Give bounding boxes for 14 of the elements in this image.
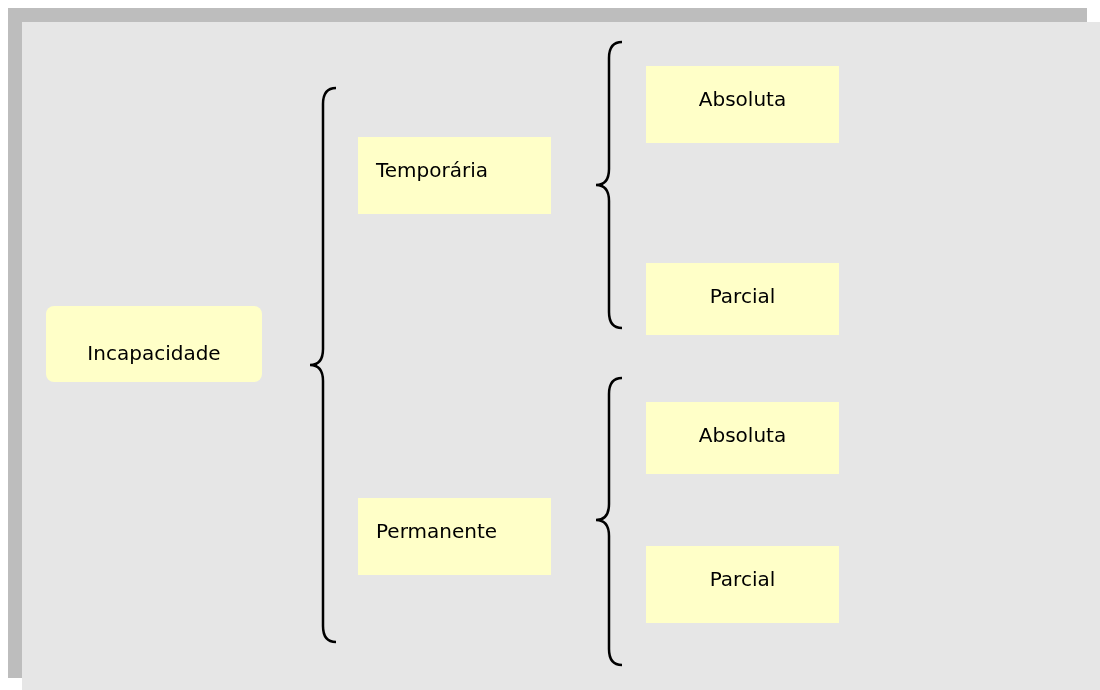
category-box (358, 137, 551, 214)
box-label: Temporária (376, 157, 489, 184)
box-label: Incapacidade (87, 340, 221, 367)
category-box (46, 306, 262, 382)
box-label: Absoluta (698, 422, 787, 449)
box-label: Permanente (376, 518, 498, 545)
box-label: Parcial (709, 283, 776, 310)
category-box (358, 498, 551, 575)
box-label: Absoluta (698, 86, 787, 113)
box-label: Parcial (709, 566, 776, 593)
category-box (646, 263, 839, 335)
category-box (646, 546, 839, 623)
category-box (646, 66, 839, 143)
category-box (646, 402, 839, 474)
